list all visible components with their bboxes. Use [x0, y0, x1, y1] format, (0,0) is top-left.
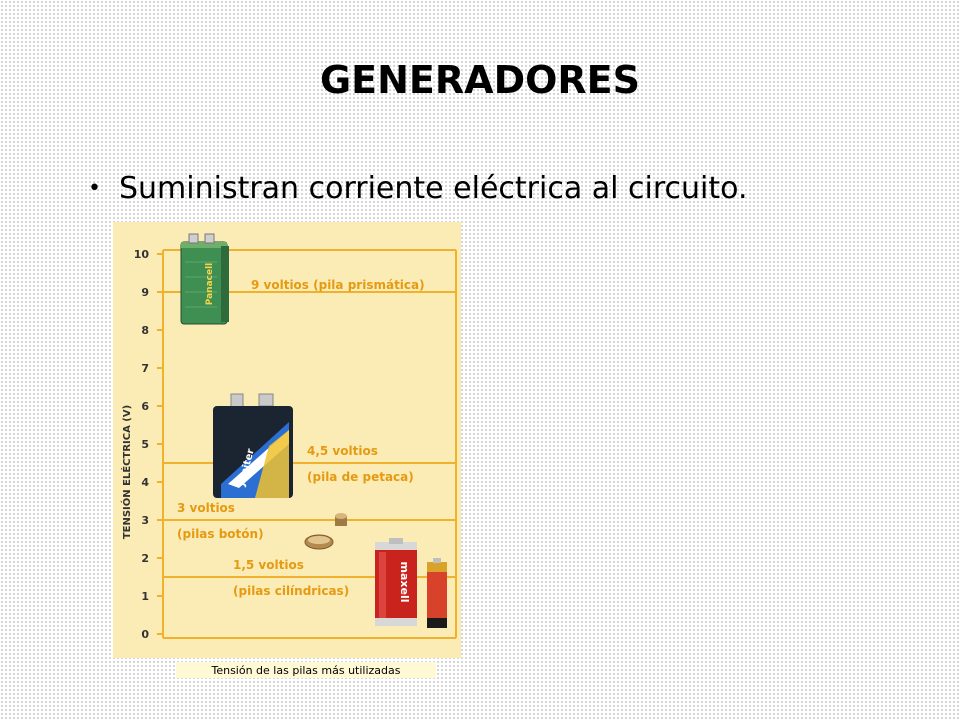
voltage-level-sublabel: (pilas botón): [177, 527, 264, 541]
cylindrical-cell-icon: maxell: [375, 538, 447, 628]
y-tick-label: 7: [141, 362, 149, 375]
bullet-dot-icon: •: [88, 175, 101, 201]
y-tick-label: 8: [141, 324, 149, 337]
y-axis-label: TENSIÓN ELÉCTRICA (V): [120, 405, 133, 539]
y-tick-label: 3: [141, 514, 149, 527]
battery-4-5v-icon: Jupiter: [213, 393, 293, 498]
voltage-level-label: 3 voltios: [177, 501, 235, 515]
y-tick-label: 6: [141, 400, 149, 413]
y-tick-label: 0: [141, 628, 149, 641]
battery-9v-icon: Panacell: [180, 233, 229, 325]
voltage-level-sublabel: (pila de petaca): [307, 470, 414, 484]
voltage-level-sublabel: (pilas cilíndricas): [233, 584, 349, 598]
y-tick-label: 9: [141, 286, 149, 299]
voltage-level-label: 4,5 voltios: [307, 444, 378, 458]
figure-caption: Tensión de las pilas más utilizadas: [176, 662, 436, 678]
y-tick-label: 2: [141, 552, 149, 565]
slide-title: GENERADORES: [319, 58, 640, 102]
bullet-item: • Suministran corriente eléctrica al cir…: [88, 166, 747, 210]
voltage-level-label: 9 voltios (pila prismática): [251, 278, 425, 292]
brand-panacell: Panacell: [205, 263, 215, 306]
voltage-level-label: 1,5 voltios: [233, 558, 304, 572]
y-tick-label: 1: [141, 590, 149, 603]
bullet-text: Suministran corriente eléctrica al circu…: [118, 170, 748, 206]
brand-maxell: maxell: [398, 562, 411, 603]
voltage-chart: TENSIÓN ELÉCTRICA (V) 0 1 2 3 4 5 6 7 8 9 10 9 vol…: [113, 222, 461, 658]
button-cell-icon: [304, 513, 347, 550]
y-tick-label: 5: [141, 438, 149, 451]
y-tick-label: 10: [134, 248, 150, 261]
voltage-chart-svg: TENSIÓN ELÉCTRICA (V) 0 1 2 3 4 5 6 7 8 9 10 9 vol…: [120, 233, 457, 641]
y-tick-label: 4: [141, 476, 149, 489]
